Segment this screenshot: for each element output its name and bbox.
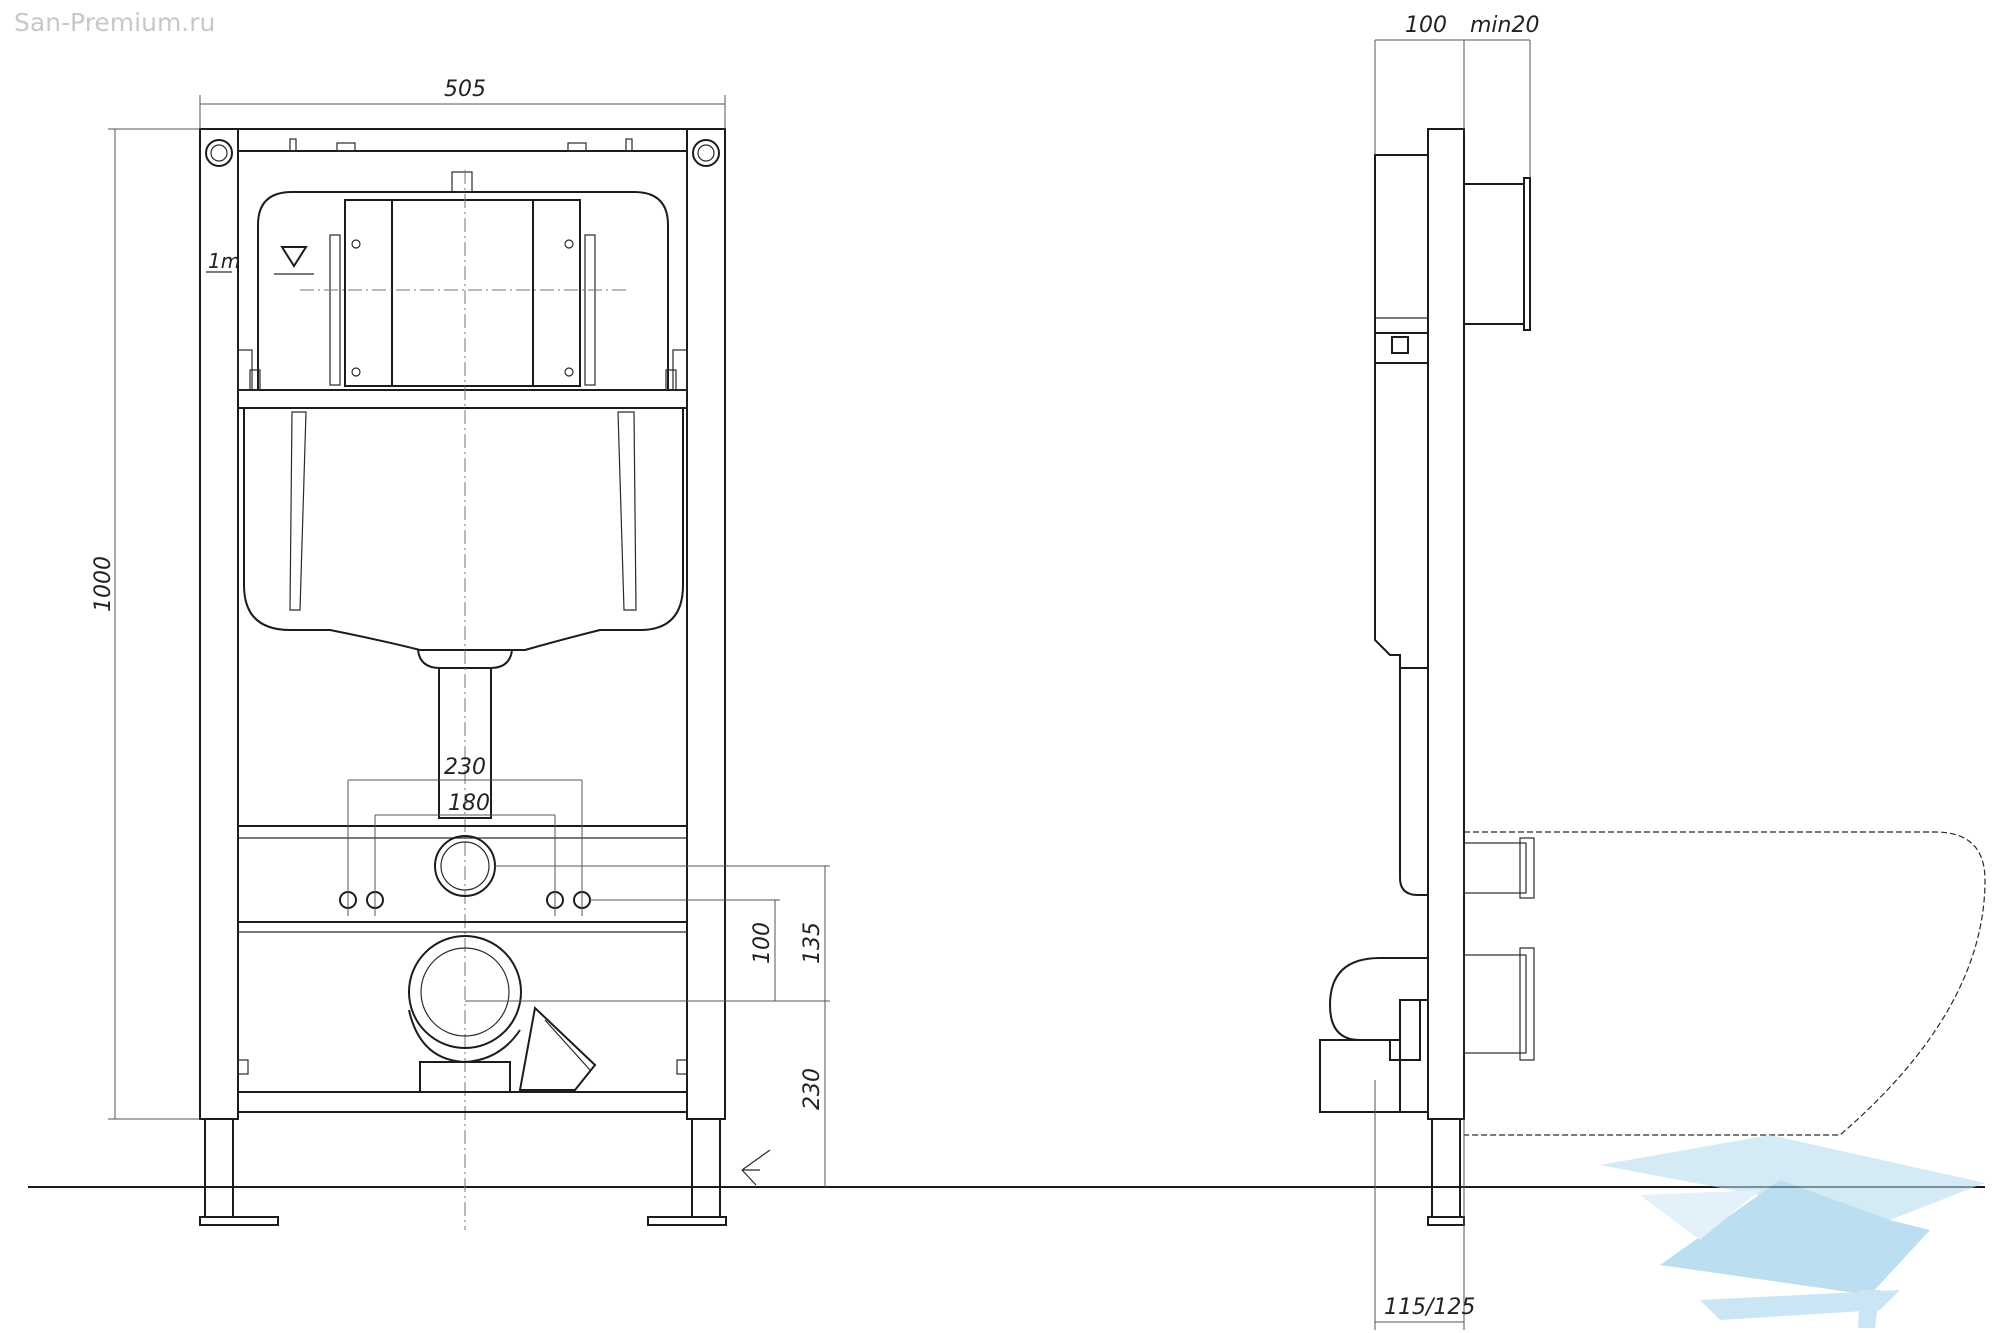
drain-pipe [408, 935, 522, 1049]
frame-left-upright [199, 128, 239, 1120]
floor-symbol [741, 1149, 771, 1186]
side-cistern [1374, 154, 1428, 669]
cistern-top [257, 191, 669, 390]
dim-foot-115-125: 115/125 [1384, 1295, 1475, 1320]
flush-plate [391, 199, 534, 387]
foot-right [691, 1118, 721, 1218]
dim-bolt-230: 230 [444, 755, 486, 780]
mid-bracket [237, 389, 688, 409]
dim-100: 100 [750, 922, 775, 964]
dim-135: 135 [800, 922, 825, 964]
dim-width-505: 505 [444, 77, 486, 102]
side-drain [1328, 957, 1428, 1061]
toilet-bowl-outline [1464, 831, 1986, 1136]
frame-right-upright [686, 128, 726, 1120]
side-dimensions: 100 min20 115/125 [1374, 13, 1539, 1330]
cistern-tank [243, 408, 684, 651]
mount-hole-right [692, 139, 720, 167]
side-view [1319, 128, 1986, 1226]
dim-230-floor: 230 [800, 1068, 825, 1110]
mounting-panel-upper [237, 825, 688, 923]
dim-min20: min20 [1470, 13, 1539, 38]
mount-hole-left [205, 139, 233, 167]
side-foot [1431, 1118, 1461, 1218]
flush-plate-frame [344, 199, 581, 387]
side-frame [1427, 128, 1465, 1120]
dim-height-1000: 1000 [91, 556, 116, 612]
water-level-icon [280, 246, 308, 268]
side-flush-plate [1463, 183, 1525, 325]
frame-bottom-rail [237, 1091, 688, 1113]
front-view: 1m [199, 128, 771, 1230]
level-mark-label: 1m [208, 249, 240, 273]
dim-bolt-180: 180 [448, 791, 490, 816]
frame-top-rail [237, 128, 688, 152]
front-dimensions: 505 1000 230 180 100 135 230 [91, 77, 830, 1187]
bathtub-logo [1600, 1135, 1985, 1328]
foot-left [204, 1118, 234, 1218]
dim-depth-100: 100 [1405, 13, 1447, 38]
watermark-text: San-Premium.ru [14, 8, 216, 37]
